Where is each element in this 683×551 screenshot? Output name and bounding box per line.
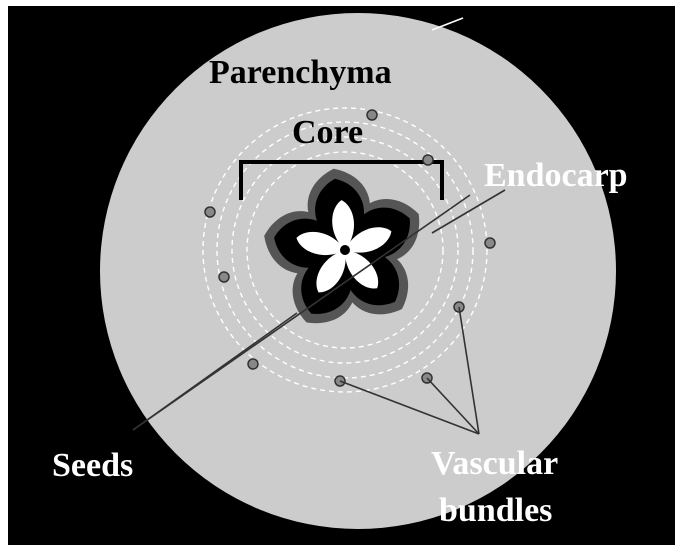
vascular-label-line2: bundles: [439, 492, 552, 529]
seeds-label: Seeds: [52, 447, 133, 484]
vascular-bundle: [205, 207, 215, 217]
vascular-bundle: [248, 359, 258, 369]
parenchyma-label: Parenchyma: [209, 54, 392, 91]
core-label: Core: [292, 114, 363, 151]
core-center: [340, 245, 350, 255]
cuticle-label: Cuticle: [473, 8, 577, 45]
vascular-bundle: [423, 155, 433, 165]
vascular-bundle: [485, 238, 495, 248]
vascular-bundle: [219, 272, 229, 282]
endocarp-label: Endocarp: [484, 157, 628, 194]
vascular-bundle: [367, 110, 377, 120]
vascular-label-line1: Vascular: [431, 445, 558, 482]
